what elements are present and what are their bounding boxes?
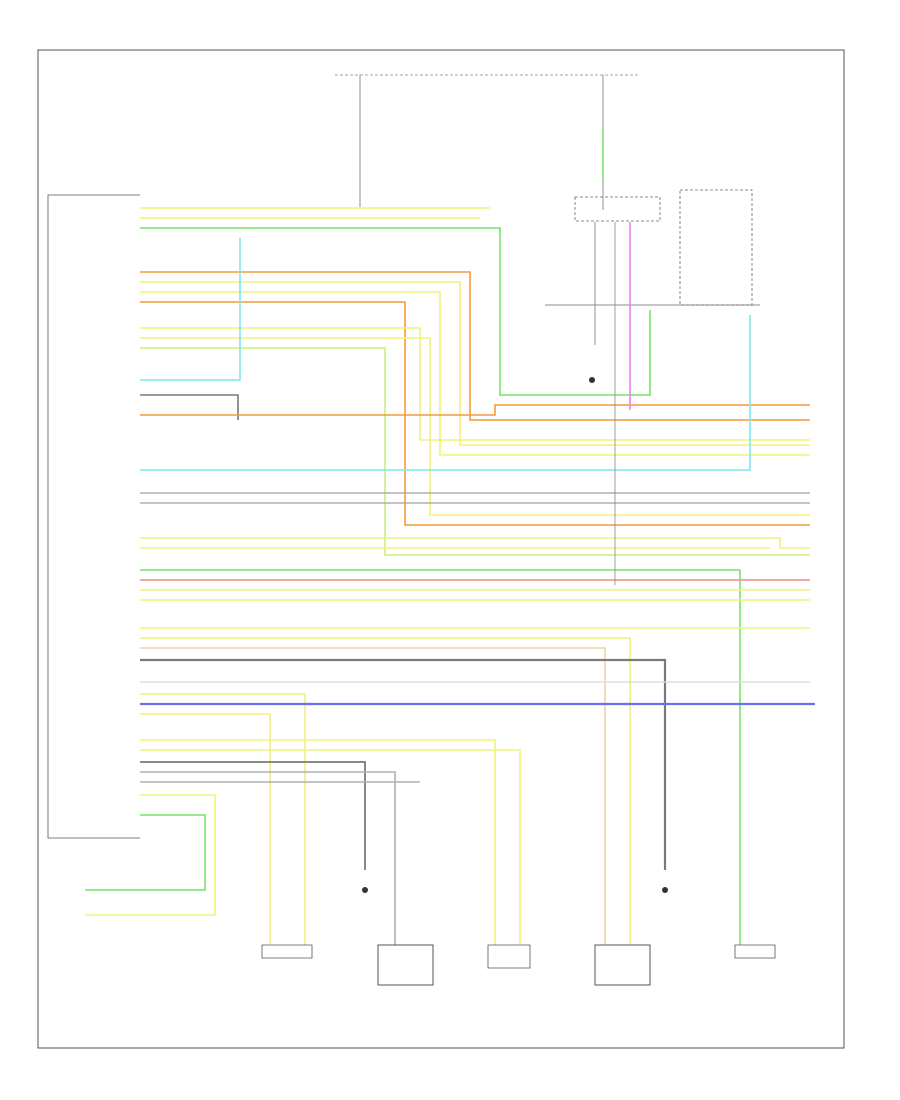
wire <box>140 347 810 556</box>
wire <box>140 569 741 945</box>
right-junction-box <box>679 189 753 306</box>
wire <box>140 227 651 396</box>
connector-outline <box>261 944 313 959</box>
relay-block-box <box>574 196 661 222</box>
wire <box>140 291 810 456</box>
wire <box>140 771 396 945</box>
wire <box>140 637 631 945</box>
wire <box>140 713 271 945</box>
wire <box>140 761 366 870</box>
wire <box>140 739 496 945</box>
wire <box>140 337 810 516</box>
ground-point <box>662 887 668 893</box>
wire <box>140 693 306 945</box>
wire <box>85 814 206 891</box>
wire <box>140 658 667 870</box>
left-module-outline <box>47 194 140 839</box>
diagram-border <box>37 49 845 1049</box>
connector-outline <box>487 944 531 969</box>
ground-point <box>362 887 368 893</box>
wire <box>140 537 810 549</box>
wire <box>140 315 751 471</box>
component-box <box>377 944 434 986</box>
wire <box>140 238 241 381</box>
wire <box>140 394 239 420</box>
connector-outline <box>734 944 776 959</box>
wire <box>140 271 810 421</box>
wire <box>85 794 216 916</box>
wire <box>140 647 606 945</box>
wire <box>140 749 521 945</box>
ground-point <box>589 377 595 383</box>
wire-group <box>85 207 815 945</box>
wire <box>140 281 810 446</box>
wire <box>140 404 810 416</box>
wire <box>140 301 810 526</box>
component-box <box>594 944 651 986</box>
